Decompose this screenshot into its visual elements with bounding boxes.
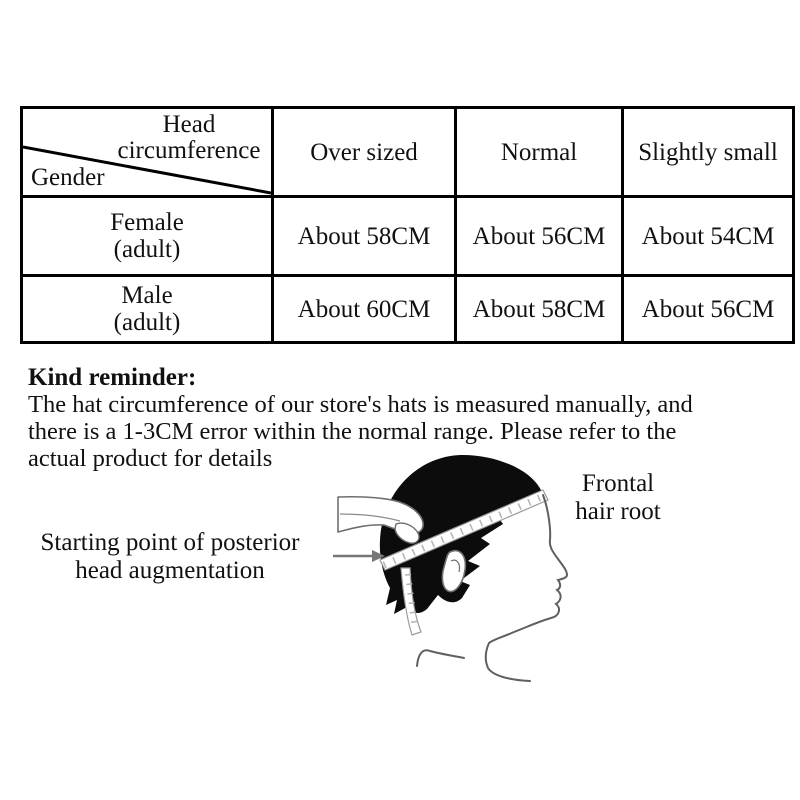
gender-label: Male xyxy=(121,282,173,309)
frontal-hair-root-label: Frontal hair root xyxy=(538,470,698,526)
table-row-male: Male (adult) About 60CM About 58CM About… xyxy=(20,274,795,344)
head-measurement-illustration xyxy=(333,454,569,682)
column-header-normal: Normal xyxy=(454,106,624,198)
gender-label: Female xyxy=(110,209,184,236)
frontal-hair-root-line2: hair root xyxy=(575,498,661,525)
frontal-hair-root-line1: Frontal xyxy=(581,470,655,497)
ear xyxy=(441,549,467,593)
column-header-over-sized: Over sized xyxy=(271,106,457,198)
corner-label-gender: Gender xyxy=(31,164,105,191)
posterior-start-label: Starting point of posterior head augment… xyxy=(18,529,322,585)
cell-male-over-sized: About 60CM xyxy=(271,274,457,344)
cell-female-slightly-small: About 54CM xyxy=(621,195,795,277)
diagonal-divider xyxy=(23,145,271,195)
hand-holding-tape xyxy=(337,495,424,544)
reminder-line-1: The hat circumference of our store's hat… xyxy=(28,391,693,418)
table-row-female: Female (adult) About 58CM About 56CM Abo… xyxy=(20,195,795,277)
cell-female-over-sized: About 58CM xyxy=(271,195,457,277)
pointer-arrow xyxy=(333,550,385,562)
column-header-slightly-small: Slightly small xyxy=(621,106,795,198)
tape-end xyxy=(400,567,422,636)
cell-female-normal: About 56CM xyxy=(454,195,624,277)
gender-note: (adult) xyxy=(113,236,181,263)
kind-reminder-block: Kind reminder: The hat circumference of … xyxy=(28,364,693,472)
row-header-female: Female (adult) xyxy=(20,195,274,277)
corner-header-cell: Head circumference Gender xyxy=(20,106,274,198)
measuring-tape xyxy=(379,489,549,571)
face-profile-outline xyxy=(484,494,569,682)
cell-male-slightly-small: About 56CM xyxy=(621,274,795,344)
reminder-line-2: there is a 1-3CM error within the normal… xyxy=(28,418,677,445)
row-header-male: Male (adult) xyxy=(20,274,274,344)
posterior-start-line2: head augmentation xyxy=(75,557,265,584)
table-header-row: Head circumference Gender Over sized Nor… xyxy=(20,106,795,198)
reminder-heading: Kind reminder: xyxy=(28,364,197,391)
head-circumference-table: Head circumference Gender Over sized Nor… xyxy=(20,106,795,344)
cell-male-normal: About 58CM xyxy=(454,274,624,344)
corner-label-head-circumference: Head circumference xyxy=(117,111,261,164)
back-shoulder-line xyxy=(416,649,465,667)
reminder-line-3: actual product for details xyxy=(28,445,273,472)
gender-note: (adult) xyxy=(113,309,181,336)
posterior-start-line1: Starting point of posterior xyxy=(40,529,300,556)
